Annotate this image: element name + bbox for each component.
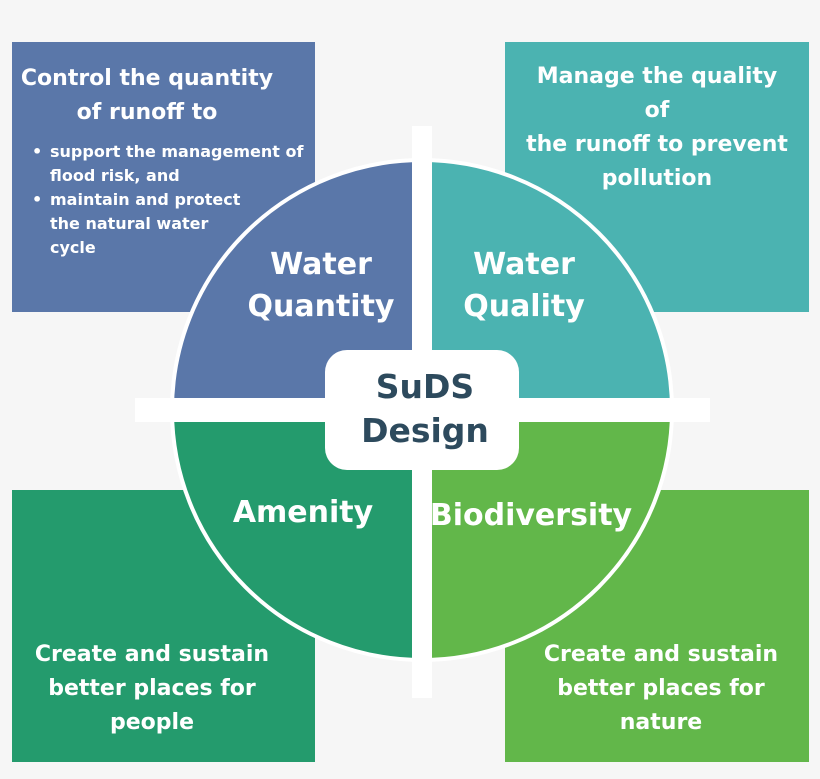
bullet-text: maintain and protect the natural water c…: [50, 190, 241, 257]
bullet-item: • maintain and protect the natural water …: [32, 188, 317, 260]
water-quality-quadrant: [422, 160, 672, 410]
biodiversity-quadrant: [422, 410, 672, 660]
bullet-icon: •: [32, 142, 43, 161]
amenity-quadrant: [172, 410, 422, 660]
biodiversity-label: Biodiversity: [430, 498, 633, 533]
biodiversity-description: Create and sustain better places for nat…: [543, 642, 779, 735]
bullet-text: support the management of flood risk, an…: [50, 142, 304, 185]
water-quality-description: Manage the quality of the runoff to prev…: [526, 64, 788, 191]
center-box: [325, 350, 519, 470]
bullet-item: • support the management of flood risk, a…: [32, 140, 317, 188]
water-quantity-box: Control the quantity of runoff to • suppo…: [12, 42, 315, 312]
amenity-label: Amenity: [233, 495, 374, 530]
water-quantity-quadrant: [172, 160, 422, 410]
amenity-description: Create and sustain better places for peo…: [34, 642, 270, 735]
water-quantity-bullets: • support the management of flood risk, a…: [32, 140, 317, 260]
bullet-icon: •: [32, 190, 43, 209]
water-quantity-heading: Control the quantity of runoff to: [20, 66, 274, 125]
